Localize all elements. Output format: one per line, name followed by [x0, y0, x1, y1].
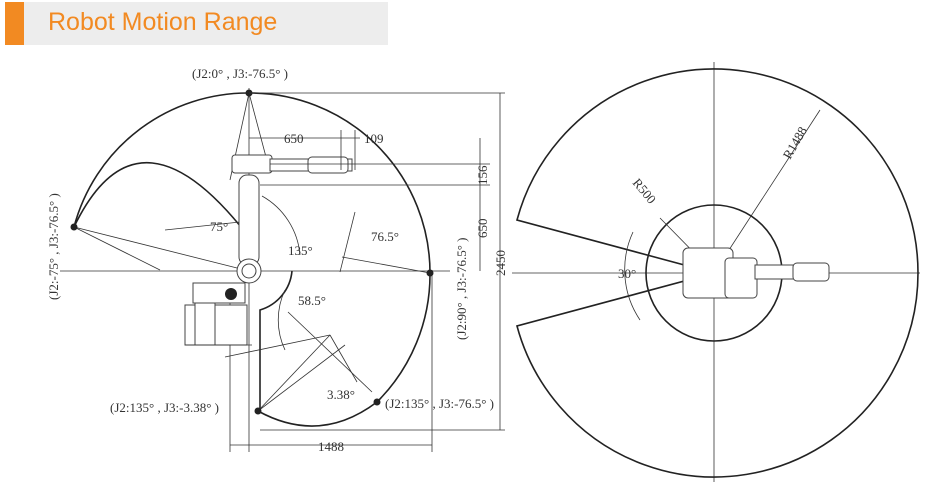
drawing-line	[241, 263, 257, 279]
outer-range-sector	[516, 68, 919, 478]
side-view	[60, 88, 505, 452]
header-accent-bar	[5, 2, 24, 45]
drawing-line	[257, 334, 331, 412]
drawing-line	[724, 257, 758, 299]
radius-inner-label: R500	[630, 175, 660, 206]
pose-label-bottom-left: (J2:135° , J3:-3.38° )	[110, 400, 219, 415]
drawing-line	[287, 311, 373, 393]
bottom-envelope-arc	[257, 401, 378, 427]
pose-label-right: (J2:90° , J3:-76.5° )	[454, 238, 469, 340]
section-header: Robot Motion Range	[5, 2, 388, 45]
drawing-line	[341, 256, 431, 274]
drawing-line	[238, 174, 260, 266]
pose-point-bottom-right	[373, 398, 381, 406]
top-view	[512, 62, 920, 482]
drawing-line	[73, 226, 250, 272]
drawing-line	[277, 289, 286, 351]
pose-label-bottom-right: (J2:135° , J3:-76.5° )	[385, 396, 494, 411]
pose-point-left	[70, 223, 78, 231]
drawing-line	[792, 262, 830, 282]
drawing-line	[713, 109, 821, 274]
drawing-line	[231, 154, 273, 174]
angle-30-label: 30°	[618, 266, 636, 281]
drawing-line	[329, 334, 358, 383]
angle-58-5: 58.5°	[298, 293, 326, 308]
pose-label-top: (J2:0° , J3:-76.5° )	[192, 66, 288, 81]
dim-156: 156	[475, 165, 490, 185]
dim-109: 109	[364, 131, 384, 146]
inner-limit-path	[259, 270, 293, 411]
drawing-line	[339, 211, 356, 273]
drawing-line	[224, 334, 331, 358]
dim-650-h: 650	[284, 131, 304, 146]
dim-2450: 2450	[493, 250, 508, 276]
angle-76-5: 76.5°	[371, 229, 399, 244]
pose-point-bottom-left	[254, 407, 262, 415]
page-title: Robot Motion Range	[48, 8, 278, 36]
drawing-line	[192, 282, 246, 304]
drawing-line	[261, 195, 301, 256]
drawing-line	[307, 156, 349, 174]
pose-point-right	[426, 269, 434, 277]
angle-75: 75°	[210, 219, 228, 234]
drawing-line	[164, 221, 241, 231]
drawing-line	[184, 304, 248, 346]
pose-label-left: (J2:-75° , J3:-76.5° )	[46, 193, 61, 300]
dim-650-v: 650	[475, 219, 490, 239]
drawing-line	[624, 231, 641, 321]
dim-1488: 1488	[318, 439, 344, 454]
drawing-line	[73, 226, 161, 271]
inner-envelope-arc	[73, 162, 256, 246]
angle-135: 135°	[288, 243, 313, 258]
robot-arm-side	[184, 154, 353, 346]
radius-outer-label: R1488	[780, 124, 810, 162]
outer-envelope-arc	[73, 92, 431, 403]
drawing-line	[194, 302, 216, 346]
drawing-line	[257, 344, 346, 412]
angle-3-38: 3.38°	[327, 387, 355, 402]
drawing-line	[225, 288, 237, 300]
